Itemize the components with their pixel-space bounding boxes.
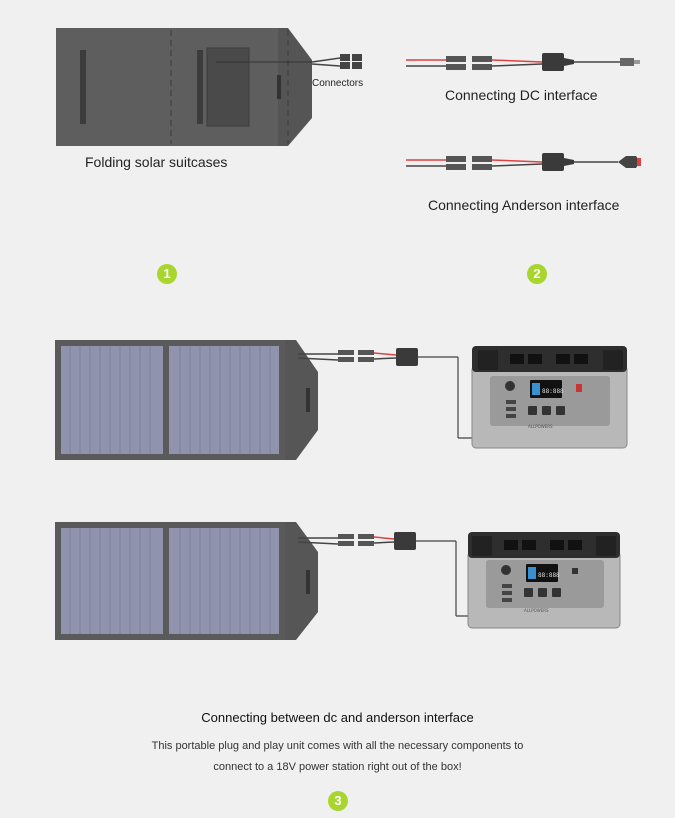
open-solar-panel-1	[55, 340, 581, 460]
display-1: 88:888	[542, 388, 564, 395]
bottom-desc-line-2: connect to a 18V power station right out…	[213, 761, 462, 773]
step-badge-1: 1	[157, 264, 177, 284]
open-solar-panel-2	[55, 522, 577, 640]
power-station-2: 88:888 ALLPOWERS	[467, 532, 621, 629]
bottom-description: This portable plug and play unit comes w…	[0, 736, 675, 778]
power-station-1: 88:888 ALLPOWERS	[471, 346, 628, 449]
bottom-title: Connecting between dc and anderson inter…	[201, 710, 474, 725]
folded-suitcase	[56, 28, 362, 146]
brand-2: ALLPOWERS	[524, 608, 549, 613]
folding-suitcases-label: Folding solar suitcases	[85, 154, 228, 170]
anderson-interface-label: Connecting Anderson interface	[428, 197, 620, 213]
step-badge-2: 2	[527, 264, 547, 284]
anderson-cable	[406, 153, 641, 171]
step-badge-3: 3	[328, 791, 348, 811]
bottom-desc-line-1: This portable plug and play unit comes w…	[151, 740, 524, 752]
connectors-label: Connectors	[312, 78, 364, 89]
brand-1: ALLPOWERS	[528, 424, 553, 429]
dc-interface-label: Connecting DC interface	[445, 87, 598, 103]
dc-cable	[406, 53, 640, 71]
display-2: 88:888	[538, 572, 560, 579]
